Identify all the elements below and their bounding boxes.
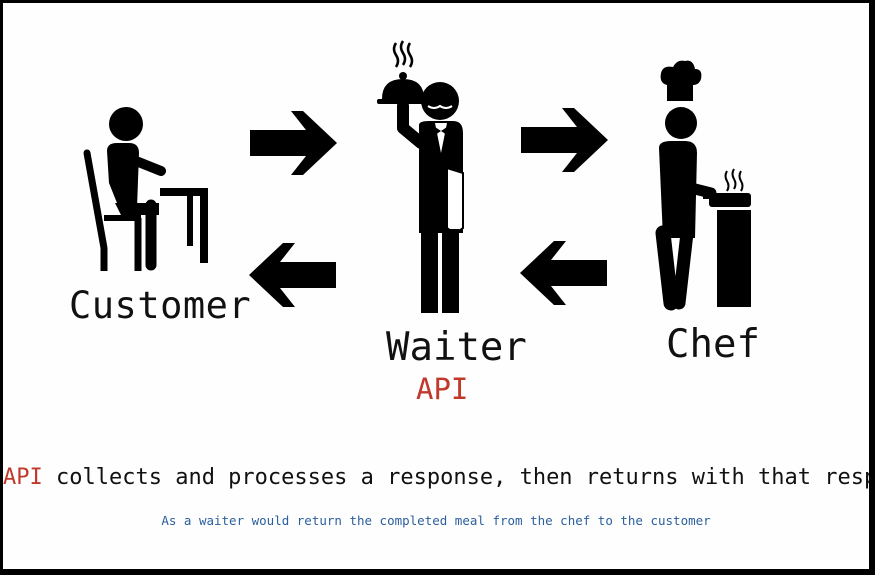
diagram-art: [83, 40, 751, 313]
waiter-label: Waiter: [386, 325, 527, 370]
arrow-left-icon: [520, 241, 607, 305]
arrow-right-icon: [521, 108, 608, 172]
api-label: API: [416, 372, 469, 406]
customer-label: Customer: [69, 284, 252, 327]
diagram-canvas: Customer Waiter API Chef API collects an…: [3, 3, 869, 569]
chef-label: Chef: [666, 322, 760, 367]
customer-icon: [83, 107, 208, 271]
arrow-right-icon: [250, 111, 337, 175]
caption: API collects and processes a response, t…: [3, 465, 869, 490]
chef-icon: [655, 60, 751, 311]
caption-text: collects and processes a response, then …: [42, 465, 869, 490]
subcaption: As a waiter would return the completed m…: [161, 513, 711, 528]
arrow-left-icon: [249, 243, 336, 307]
waiter-icon: [377, 40, 464, 313]
caption-highlight: API: [3, 465, 43, 490]
